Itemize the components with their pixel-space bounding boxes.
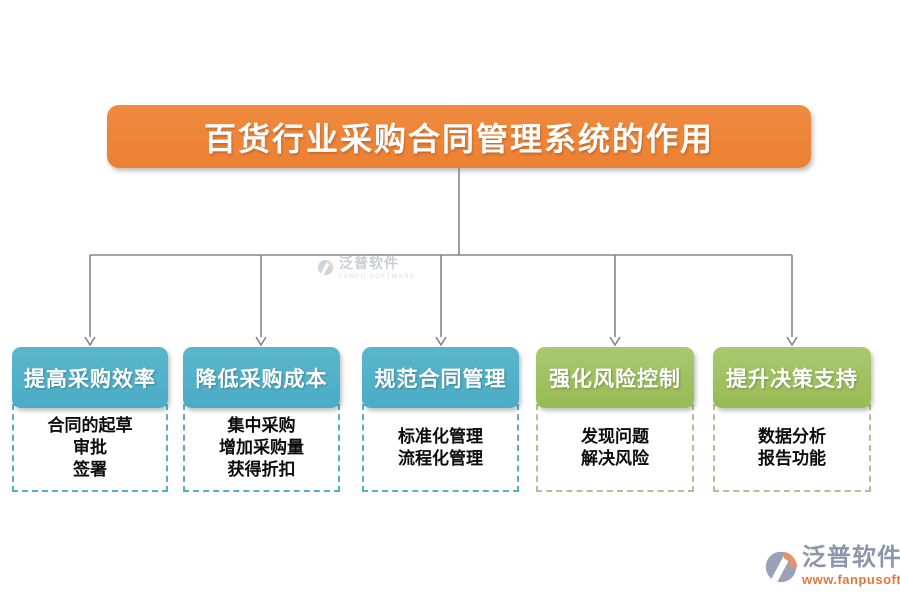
branch-header: 强化风险控制: [536, 347, 694, 408]
branch-line: 标准化管理: [398, 427, 483, 446]
fanpu-logo-icon: [765, 546, 798, 587]
branch-body: 数据分析 报告功能: [713, 404, 871, 492]
branch-body: 合同的起草 审批 签署: [12, 404, 168, 492]
branch-column-4: 强化风险控制 发现问题 解决风险: [536, 347, 694, 492]
arrowhead-1: [84, 336, 96, 347]
branch-body: 集中采购 增加采购量 获得折扣: [183, 404, 340, 492]
branch-column-1: 提高采购效率 合同的起草 审批 签署: [12, 347, 168, 492]
branch-line: 发现问题: [581, 427, 649, 446]
branch-line: 集中采购: [227, 416, 296, 435]
branch-body: 发现问题 解决风险: [536, 404, 694, 492]
arrowhead-4: [609, 336, 621, 347]
watermark-subtitle: FANPU SOFTWARE: [339, 274, 416, 280]
branch-header: 提高采购效率: [12, 347, 168, 408]
branch-line: 获得折扣: [227, 460, 296, 479]
footer-logo-name: 泛普软件: [802, 544, 900, 571]
branch-body: 标准化管理 流程化管理: [362, 404, 519, 492]
watermark-name: 泛普软件: [339, 255, 399, 271]
branch-line: 流程化管理: [398, 449, 483, 468]
branch-line: 合同的起草: [47, 416, 133, 435]
branch-header: 规范合同管理: [362, 347, 519, 408]
branch-line: 解决风险: [581, 449, 649, 468]
arrowhead-5: [786, 336, 798, 347]
branch-line: 数据分析: [758, 427, 826, 446]
watermark: 泛普软件 FANPU SOFTWARE: [316, 253, 415, 280]
diagram-title: 百货行业采购合同管理系统的作用: [107, 105, 811, 168]
branch-line: 报告功能: [758, 449, 826, 468]
branch-column-3: 规范合同管理 标准化管理 流程化管理: [362, 347, 519, 492]
branch-header: 降低采购成本: [183, 347, 340, 408]
branch-column-5: 提升决策支持 数据分析 报告功能: [713, 347, 871, 492]
branch-header: 提升决策支持: [713, 347, 871, 408]
arrowhead-2: [255, 336, 267, 347]
footer-logo-url: www.fanpusoft.com: [802, 572, 900, 587]
watermark-logo-icon: [317, 256, 334, 277]
footer-logo: 泛普软件 www.fanpusoft.com: [762, 545, 900, 587]
branch-line: 签署: [73, 460, 107, 479]
arrowhead-3: [435, 336, 447, 347]
branch-line: 增加采购量: [219, 438, 304, 457]
branch-column-2: 降低采购成本 集中采购 增加采购量 获得折扣: [183, 347, 340, 492]
branch-line: 审批: [73, 438, 107, 457]
